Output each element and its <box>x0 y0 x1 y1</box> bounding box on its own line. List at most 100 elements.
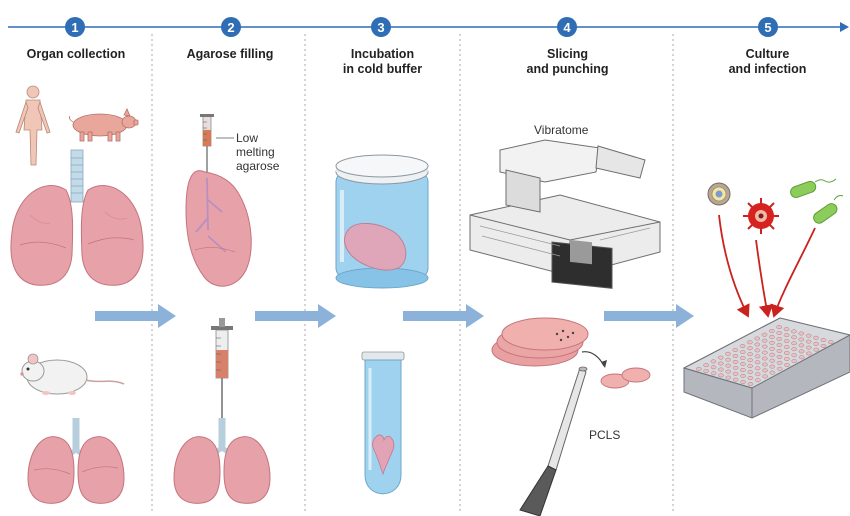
well <box>784 339 789 342</box>
step-title-4: Slicing and punching <box>495 47 640 77</box>
step-title-2: Agarose filling <box>160 47 300 62</box>
well <box>718 374 723 377</box>
well <box>748 370 753 373</box>
well <box>799 338 804 341</box>
well <box>799 344 804 347</box>
well <box>726 364 731 367</box>
well <box>777 325 782 328</box>
well <box>725 352 730 355</box>
well <box>814 342 819 345</box>
well <box>733 354 738 357</box>
well <box>792 354 797 357</box>
well <box>762 345 767 348</box>
virus-icon <box>743 198 779 234</box>
virus-icon-small <box>708 183 730 205</box>
well <box>769 329 774 332</box>
bacteria-icon <box>789 179 843 225</box>
well <box>769 335 774 338</box>
well <box>740 356 745 359</box>
beaker-icon <box>336 155 428 288</box>
well <box>813 336 818 339</box>
well <box>762 363 767 366</box>
syringe-icon-top <box>200 114 234 178</box>
well <box>784 351 789 354</box>
well <box>755 355 760 358</box>
timeline-arrowhead <box>840 22 849 32</box>
well <box>740 344 745 347</box>
lung-icon-human <box>11 150 143 285</box>
well <box>792 359 797 362</box>
well <box>806 352 811 355</box>
well <box>733 360 738 363</box>
well <box>718 362 723 365</box>
well <box>777 361 782 364</box>
well <box>740 368 745 371</box>
well <box>799 356 804 359</box>
well <box>718 368 723 371</box>
syringe-icon-bottom <box>211 318 233 420</box>
well <box>733 372 738 375</box>
well <box>762 351 767 354</box>
well <box>740 374 745 377</box>
well <box>696 367 701 370</box>
well <box>704 369 709 372</box>
well <box>755 361 760 364</box>
well <box>718 356 723 359</box>
lung-icon-mouse <box>28 418 124 503</box>
well <box>733 348 738 351</box>
well <box>770 365 775 368</box>
well <box>791 330 796 333</box>
well <box>806 346 811 349</box>
step-badge-4: 4 <box>557 17 577 37</box>
well <box>806 340 811 343</box>
well <box>777 367 782 370</box>
step-title-1: Organ collection <box>6 47 146 62</box>
step-badge-5: 5 <box>758 17 778 37</box>
well <box>740 362 745 365</box>
step-badge-1: 1 <box>65 17 85 37</box>
lung-icon-agarose <box>186 171 251 287</box>
human-icon <box>16 86 50 165</box>
well <box>741 380 746 383</box>
step-title-5: Culture and infection <box>695 47 840 77</box>
well <box>711 372 716 375</box>
well <box>769 341 774 344</box>
well <box>814 348 819 351</box>
well <box>784 357 789 360</box>
well <box>784 345 789 348</box>
well <box>748 376 753 379</box>
well <box>748 364 753 367</box>
well <box>799 350 804 353</box>
infection-arrows <box>719 215 815 316</box>
well <box>740 350 745 353</box>
well <box>777 355 782 358</box>
well <box>755 379 760 382</box>
well <box>791 342 796 345</box>
well <box>791 336 796 339</box>
well <box>770 371 775 374</box>
step-badge-2: 2 <box>221 17 241 37</box>
well <box>777 349 782 352</box>
well <box>762 357 767 360</box>
agarose-label: Low melting agarose <box>236 131 279 173</box>
well <box>792 348 797 351</box>
well <box>755 349 760 352</box>
tube-icon <box>362 352 404 494</box>
step-number-3: 3 <box>377 20 384 35</box>
well <box>828 340 833 343</box>
well-plate-icon <box>684 318 850 418</box>
slice-icon <box>492 318 650 388</box>
well <box>755 367 760 370</box>
lung-icon-agarose-mouse <box>174 418 270 503</box>
well <box>821 344 826 347</box>
well <box>770 353 775 356</box>
vibratome-label: Vibratome <box>534 123 588 137</box>
well <box>806 334 811 337</box>
well <box>762 333 767 336</box>
well <box>777 343 782 346</box>
well <box>726 370 731 373</box>
well <box>748 382 753 385</box>
well <box>777 337 782 340</box>
step-title-3: Incubation in cold buffer <box>310 47 455 77</box>
